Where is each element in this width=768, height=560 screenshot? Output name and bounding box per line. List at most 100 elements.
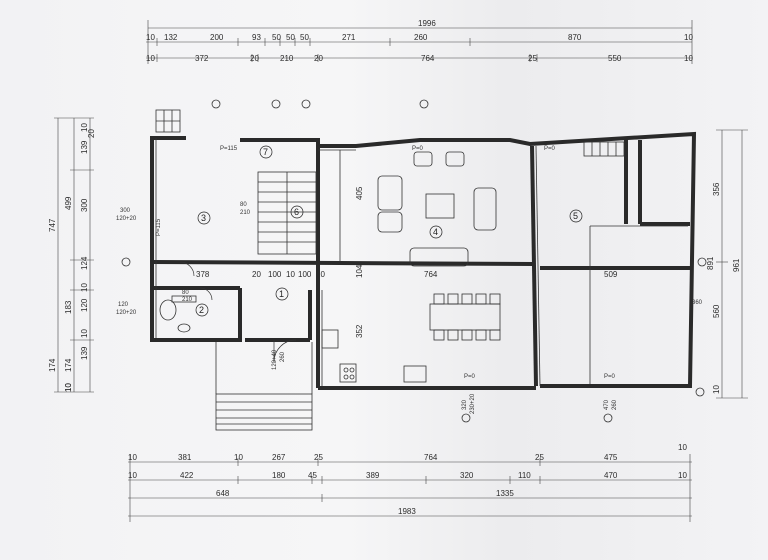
dim-bot-r1-4: 25 xyxy=(314,453,323,462)
dim-bot-r2-0: 10 xyxy=(128,471,137,480)
dim-100b: 100 xyxy=(298,270,312,279)
dim-left-c3-2: 10 xyxy=(80,283,89,292)
dim-bot-r1-7: 475 xyxy=(604,453,618,462)
dim-top-r1-3: 93 xyxy=(252,33,261,42)
dim-left-c2-6: 10 xyxy=(64,383,73,392)
dim-right-c1-2: 10 xyxy=(712,385,721,394)
dim-top-r2-0: 10 xyxy=(146,54,155,63)
dim-top-r1-7: 271 xyxy=(342,33,356,42)
dim-left-c3-3: 10 xyxy=(80,329,89,338)
dim-bot-r1-0: 10 xyxy=(128,453,137,462)
dim-top-r1-0: 10 xyxy=(146,33,155,42)
dim-top-r1-10: 10 xyxy=(684,33,693,42)
staircase xyxy=(257,141,625,255)
room-labels xyxy=(195,145,583,317)
section-markers xyxy=(121,99,707,423)
walls xyxy=(150,131,697,390)
dining-table xyxy=(429,303,501,331)
dim-10: 10 xyxy=(286,270,295,279)
top-dimensions xyxy=(146,20,693,64)
label-120-20a: 120+20 xyxy=(116,216,137,222)
dim-left-c2-1: 300 xyxy=(80,198,89,212)
dim-top-r2-8: 10 xyxy=(684,54,693,63)
dim-bot-r1-3: 267 xyxy=(272,453,286,462)
dim-891: 891 xyxy=(706,256,715,270)
entry-stairs xyxy=(215,342,313,431)
dim-20a: 20 xyxy=(252,270,261,279)
label-p0c: P=0 xyxy=(604,374,616,380)
room-7: 7 xyxy=(263,147,268,157)
label-210b: 210 xyxy=(182,297,193,303)
dim-top-r2-4: 20 xyxy=(314,54,323,63)
dim-left-c2-3: 120 xyxy=(80,298,89,312)
dim-764-int: 764 xyxy=(424,270,438,279)
label-p0a: P=0 xyxy=(412,146,424,152)
room-2: 2 xyxy=(199,305,204,315)
dim-bot-r3-1: 1335 xyxy=(496,489,514,498)
dim-left-c2-4: 139 xyxy=(80,346,89,360)
dim-left-c1-1: 499 xyxy=(64,196,73,210)
dim-bot-r2-4: 389 xyxy=(366,471,380,480)
label-300: 300 xyxy=(120,208,131,214)
dim-total-top: 1996 xyxy=(418,19,436,28)
furniture xyxy=(159,151,501,383)
dim-100a: 100 xyxy=(268,270,282,279)
label-260: 260 xyxy=(612,399,618,410)
dim-bot-r2-7: 470 xyxy=(604,471,618,480)
label-120-40: 120+40 xyxy=(272,349,278,370)
doors xyxy=(179,261,297,363)
dim-top-r1-8: 260 xyxy=(414,33,428,42)
dim-top-r2-2: 20 xyxy=(250,54,259,63)
dim-405: 405 xyxy=(355,186,364,200)
toilet xyxy=(159,299,177,321)
dim-left-c3-0: 10 xyxy=(80,123,89,132)
dim-bot-r2-6: 110 xyxy=(518,471,531,480)
dim-left-c1-2: 183 xyxy=(64,300,73,314)
dim-top-r1-4: 50 xyxy=(272,33,281,42)
dim-top-r2-3: 210 xyxy=(280,54,294,63)
sofa-bottom xyxy=(409,247,469,267)
dim-378: 378 xyxy=(196,270,210,279)
dim-360: 360 xyxy=(692,300,703,306)
dim-bot-r1-2: 10 xyxy=(234,453,243,462)
dim-left-c2-0: 139 xyxy=(80,140,89,154)
room-3: 3 xyxy=(201,213,206,223)
dim-bot-r2-3: 45 xyxy=(308,471,317,480)
dim-104: 104 xyxy=(355,264,364,278)
label-80b: 80 xyxy=(182,290,189,296)
interior-dimensions: 378 20 100 10 100 20 764 509 405 104 352… xyxy=(196,186,715,338)
dim-left-c2-2: 124 xyxy=(80,256,89,270)
bottom-dimensions xyxy=(128,454,692,522)
label-p115b: P=115 xyxy=(156,218,162,236)
dim-top-r2-1: 372 xyxy=(195,54,209,63)
right-dimension-labels: 356 560 10 961 xyxy=(712,182,741,394)
label-470: 470 xyxy=(604,399,610,410)
dim-bot-r2-2: 180 xyxy=(272,471,286,480)
room-6: 6 xyxy=(294,207,299,217)
dim-352: 352 xyxy=(355,324,364,338)
dim-top-r2-6: 25 xyxy=(528,54,537,63)
dim-bot-r1-6: 25 xyxy=(535,453,544,462)
label-120: 120 xyxy=(118,302,129,308)
dim-right-c2-0: 961 xyxy=(732,258,741,272)
dim-left-c2-5: 174 xyxy=(64,358,73,372)
dim-top-r1-6: 50 xyxy=(300,33,309,42)
dim-left-c1-3: 174 xyxy=(48,358,57,372)
dim-left-c3-4: 10 xyxy=(64,383,73,392)
sofa-left xyxy=(377,175,403,211)
dim-bot-r2-5: 320 xyxy=(460,471,474,480)
dim-top-r1-1: 132 xyxy=(164,33,178,42)
dim-top-r2-7: 550 xyxy=(608,54,622,63)
dim-bot-r2-8: 10 xyxy=(678,471,687,480)
dim-left-c1-0: 747 xyxy=(48,218,57,232)
dim-left-c3-1: 20 xyxy=(87,129,96,138)
label-120-20b: 120+20 xyxy=(116,310,137,316)
dim-top-r2-5: 764 xyxy=(421,54,435,63)
sofa-right xyxy=(473,187,497,231)
room-5: 5 xyxy=(573,211,578,221)
right-dimensions xyxy=(716,129,748,399)
sink xyxy=(321,329,339,349)
label-p0d: P=0 xyxy=(544,146,556,152)
